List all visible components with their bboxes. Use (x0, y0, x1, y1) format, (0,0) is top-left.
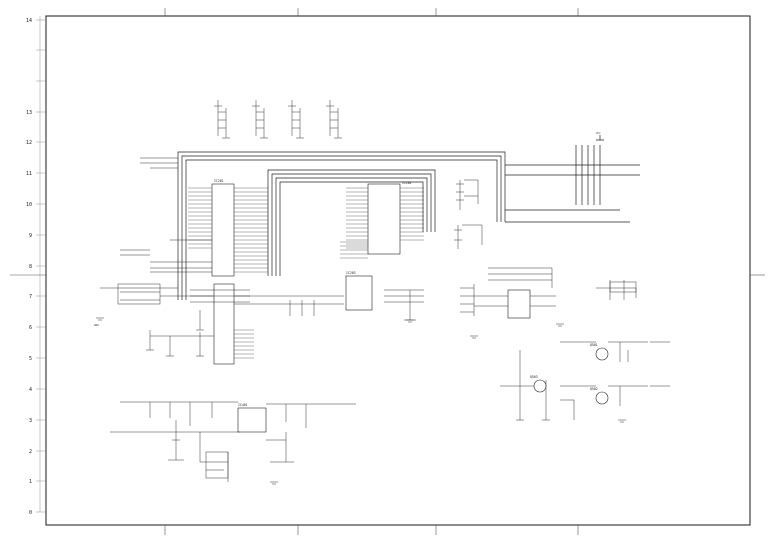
row-label: 14 (26, 18, 32, 24)
q503-ref: Q503 (530, 375, 538, 379)
row-ruler: 14 13 12 11 10 9 8 7 6 5 4 3 2 1 0 (26, 16, 46, 516)
row-label: 13 (26, 110, 32, 116)
row-label: 12 (26, 140, 32, 146)
left-interface (100, 157, 214, 305)
cpu-ref: IC201 (214, 179, 224, 183)
ic203-block: IC203 (345, 267, 556, 321)
row-label: 0 (29, 510, 32, 516)
regulator-block: IC401 (110, 401, 356, 482)
ground-symbols (96, 317, 626, 485)
regulator-ref: IC401 (238, 403, 248, 407)
data-bus (177, 135, 640, 300)
sheet-border (45, 15, 751, 526)
gnd-label: GND (94, 323, 99, 327)
row-label: 9 (29, 233, 32, 239)
row-label: 2 (29, 449, 32, 455)
right-upper-parts (454, 179, 483, 249)
vcc-label: VCC (596, 131, 601, 135)
ic203-ref: IC203 (346, 271, 356, 275)
middle-wires (146, 289, 344, 357)
row-label: 6 (29, 325, 32, 331)
q501-ref: Q501 (590, 343, 598, 347)
transistor-q503 (533, 379, 547, 393)
decoupling-caps (214, 100, 342, 139)
driver-stage: Q501 Q502 Q503 (500, 280, 670, 421)
row-label: 10 (26, 202, 32, 208)
row-label: 3 (29, 418, 32, 424)
row-label: 7 (29, 294, 32, 300)
memory-chip: IC202 (340, 181, 424, 259)
transistor-q501 (595, 347, 609, 361)
row-label: 4 (29, 387, 32, 393)
row-label: 11 (26, 171, 32, 177)
transistor-q502 (595, 391, 609, 405)
q502-ref: Q502 (590, 387, 598, 391)
cpu-chip: IC201 (188, 179, 268, 365)
memory-ref: IC202 (402, 181, 412, 185)
row-label: 8 (29, 264, 32, 270)
row-label: 1 (29, 479, 32, 485)
row-label: 5 (29, 356, 32, 362)
